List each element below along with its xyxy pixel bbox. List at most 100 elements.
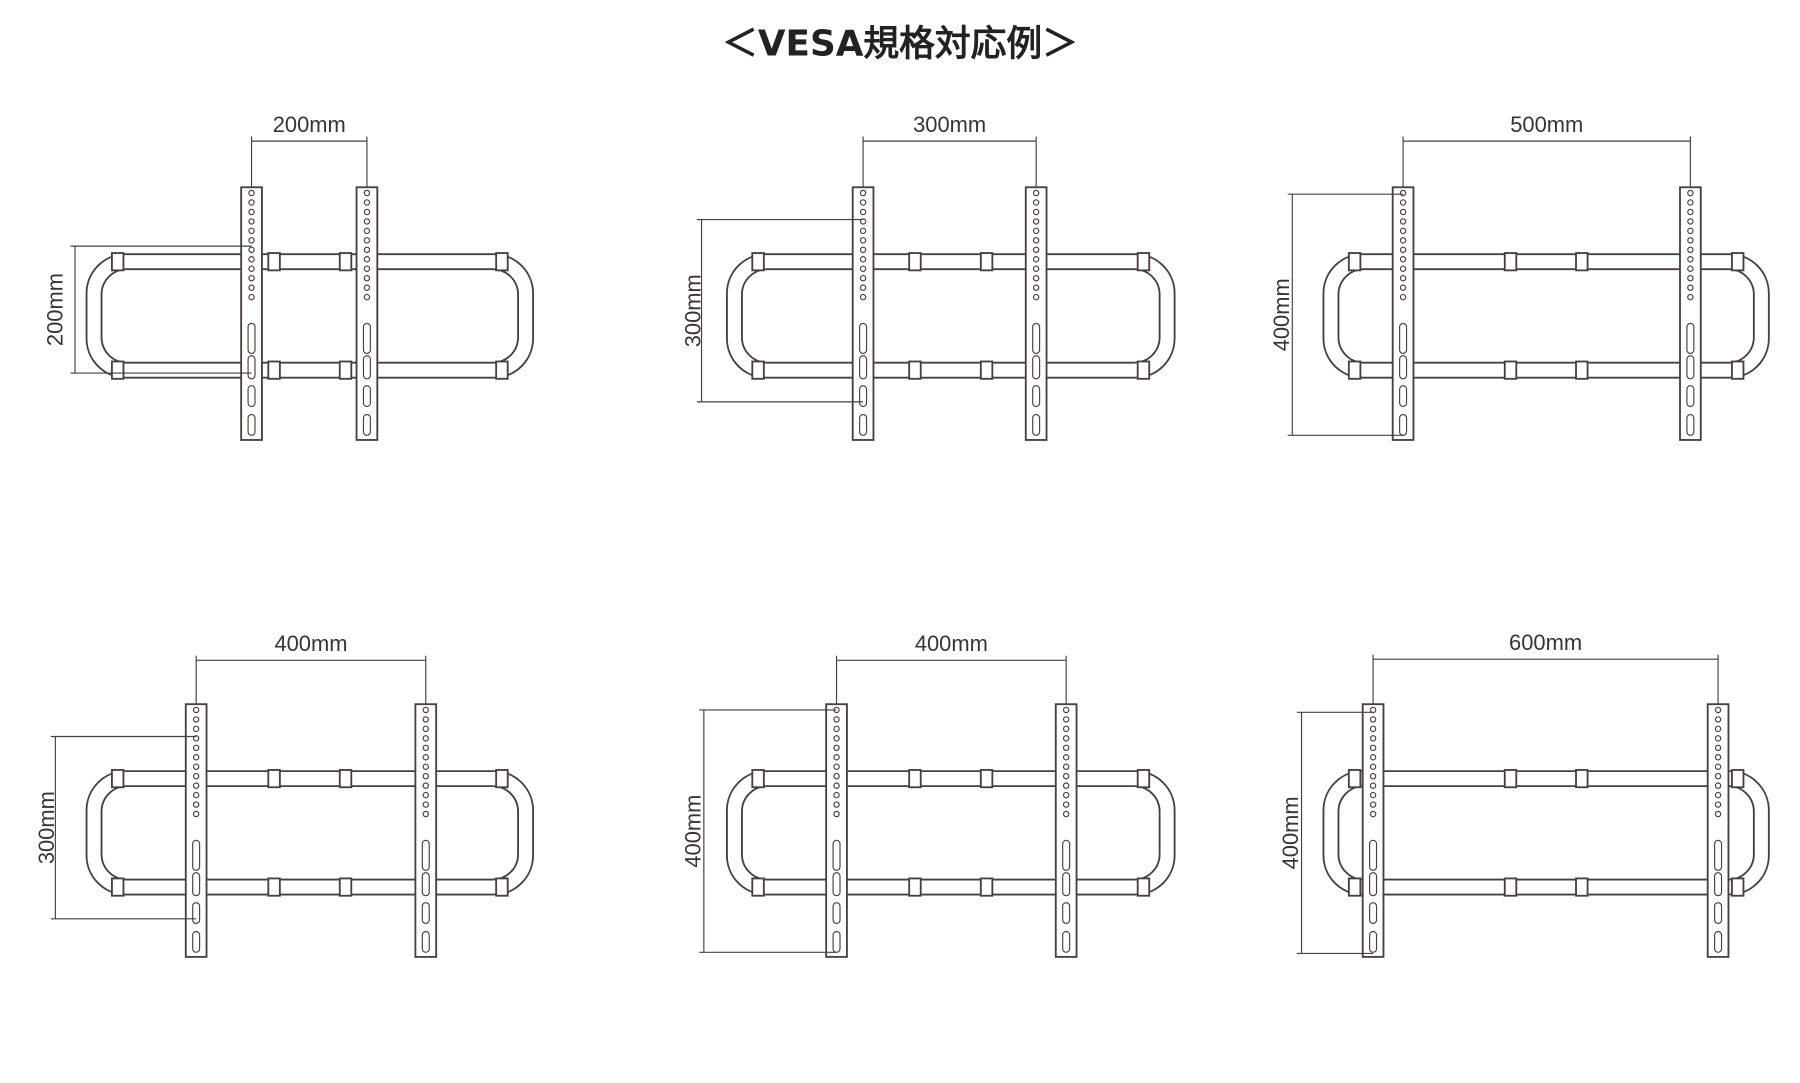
bracket-hole	[1687, 189, 1694, 197]
frame-inner	[100, 268, 519, 364]
bracket-hole	[1032, 246, 1040, 254]
page-title: ＜VESA規格対応例＞	[722, 24, 1078, 65]
bracket-hole	[248, 265, 255, 272]
bracket-hole	[1399, 246, 1407, 254]
bracket-slot	[1062, 872, 1071, 897]
vesa-diagram-2: 300mm 300mm	[680, 112, 1176, 441]
bracket-hole	[422, 706, 430, 714]
bracket-hole	[859, 256, 867, 263]
rail-clamp	[1731, 877, 1745, 897]
rail-clamp	[1731, 252, 1745, 272]
rail-clamp	[908, 252, 922, 272]
height-dimension-label: 400mm	[1278, 796, 1303, 869]
bracket-hole	[1062, 716, 1070, 723]
bracket-hole	[363, 274, 371, 282]
bracket-hole	[248, 218, 255, 225]
mounting-bracket	[414, 703, 438, 958]
bracket-slot	[247, 385, 256, 408]
rail-clamp	[1503, 769, 1518, 789]
frame-inner	[741, 268, 1161, 364]
bracket-hole	[248, 189, 255, 197]
bracket-hole	[1369, 763, 1377, 770]
bracket-hole	[1032, 274, 1040, 282]
bracket-slot	[1686, 355, 1695, 380]
rail-clamp	[1347, 769, 1362, 789]
bracket-hole	[1062, 744, 1070, 752]
rail-clamp	[751, 360, 765, 380]
bracket-hole	[192, 754, 200, 761]
bracket-hole	[1714, 754, 1722, 761]
bracket-slot	[1714, 930, 1723, 953]
bracket-hole	[422, 791, 430, 799]
width-dimension-label: 400mm	[915, 631, 988, 656]
rail-clamp	[979, 252, 994, 272]
bracket-slot	[192, 872, 201, 897]
rail-clamp	[110, 360, 125, 380]
rail-clamp	[267, 877, 281, 897]
bracket-hole	[422, 782, 430, 789]
bracket-hole	[1369, 791, 1377, 799]
bracket-hole	[422, 754, 430, 761]
rail-clamp	[1347, 252, 1362, 272]
bracket-hole	[1369, 810, 1377, 818]
rail-clamp	[338, 252, 353, 272]
bracket-hole	[248, 237, 255, 244]
frame-outer	[85, 770, 534, 896]
bracket-hole	[192, 725, 200, 733]
bracket-hole	[1714, 716, 1722, 723]
bracket-hole	[422, 725, 430, 733]
rail-clamp	[979, 877, 994, 897]
bracket-hole	[1687, 293, 1694, 301]
bracket-slot	[1714, 902, 1723, 924]
bracket-slot	[362, 385, 371, 408]
height-dimension-label: 300mm	[680, 274, 705, 347]
rail-clamp	[267, 769, 281, 789]
bracket-slot	[421, 930, 430, 953]
bracket-hole	[1032, 237, 1040, 244]
bracket-hole	[859, 227, 867, 235]
bracket-hole	[1062, 791, 1070, 799]
rail-clamp	[495, 360, 509, 380]
bracket-hole	[363, 265, 371, 272]
bracket-slot	[421, 839, 430, 871]
bracket-hole	[192, 772, 200, 780]
bracket-hole	[363, 237, 371, 244]
bracket-hole	[1032, 218, 1040, 225]
rail-clamp	[1575, 769, 1589, 789]
width-dimension-label: 200mm	[273, 112, 346, 137]
width-dimension-label: 300mm	[913, 112, 986, 137]
bracket-hole	[1687, 237, 1694, 244]
bracket-hole	[1714, 772, 1722, 780]
bracket-hole	[1032, 227, 1040, 235]
bracket-hole	[1714, 782, 1722, 789]
rail-clamp	[495, 877, 509, 897]
bracket-slot	[1399, 355, 1408, 380]
bracket-hole	[833, 772, 840, 780]
bracket-hole	[1399, 256, 1407, 263]
rail-clamp	[495, 252, 509, 272]
bracket-slot	[362, 322, 371, 354]
frame-outer	[726, 253, 1176, 379]
frame-inner	[1337, 785, 1755, 881]
bracket-slot	[247, 322, 256, 354]
bracket-hole	[1687, 227, 1694, 235]
bracket-hole	[192, 791, 200, 799]
bracket-slot	[1369, 872, 1378, 897]
bracket-slot	[832, 872, 841, 897]
bracket-hole	[422, 801, 430, 808]
bracket-hole	[1687, 284, 1694, 291]
bracket-hole	[363, 208, 371, 216]
rail-clamp	[1503, 360, 1518, 380]
bracket-hole	[1369, 772, 1377, 780]
bracket-hole	[1369, 716, 1377, 723]
bracket-slot	[1062, 930, 1071, 953]
bracket-hole	[1687, 265, 1694, 272]
bracket-slot	[859, 355, 868, 380]
bracket-hole	[363, 246, 371, 254]
bracket-slot	[1032, 385, 1041, 408]
bracket-hole	[1687, 256, 1694, 263]
bracket-hole	[248, 208, 255, 216]
bracket-hole	[1062, 782, 1070, 789]
